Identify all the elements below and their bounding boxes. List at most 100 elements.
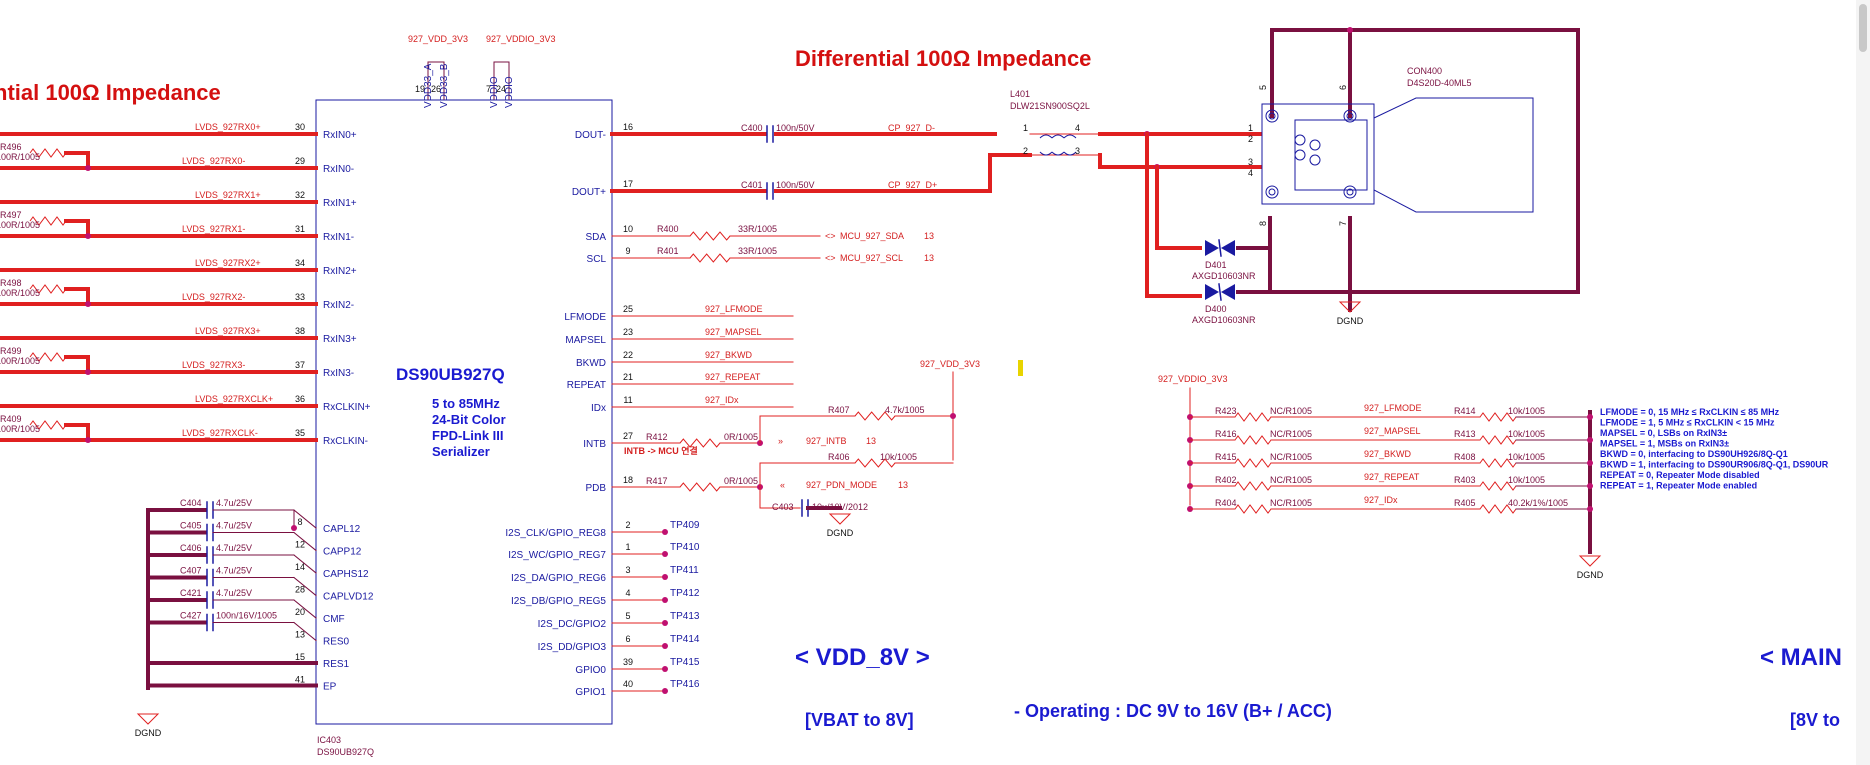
resistor-symbol <box>1479 412 1517 422</box>
i2c-page: 13 <box>924 253 934 263</box>
mode-net: 927_REPEAT <box>705 372 761 382</box>
config-note: MAPSEL = 0, LSBs on RxIN3± <box>1600 428 1727 438</box>
intb-page: 13 <box>866 436 876 446</box>
connector-ref: CON400 <box>1407 66 1442 76</box>
termination-val: 100R/1005 <box>0 152 40 162</box>
dgnd-label: DGND <box>1337 316 1364 326</box>
config-note: REPEAT = 1, Repeater Mode enabled <box>1600 481 1757 491</box>
test-point-label: TP416 <box>670 679 700 690</box>
cap-pin-label: CAPHS12 <box>323 569 369 580</box>
connector-plug <box>1373 97 1534 213</box>
resistor-symbol <box>1479 458 1517 468</box>
lvds-pin-label: RxIN2- <box>323 300 354 311</box>
lvds-pin-label: RxIN1- <box>323 232 354 243</box>
lvds-pin-num: 34 <box>295 258 305 268</box>
scroll-thumb[interactable] <box>1859 4 1867 52</box>
cap-pin-label: EP <box>323 682 337 693</box>
junction-dot <box>85 165 91 171</box>
termination-val: 100R/1005 <box>0 220 40 230</box>
resistor-symbol <box>1234 458 1272 468</box>
cap-pin-num: 28 <box>295 585 305 595</box>
c401-ref: C401 <box>741 180 763 190</box>
lvds-pin-num: 30 <box>295 122 305 132</box>
i2c-val: 33R/1005 <box>738 246 777 256</box>
junction-dot <box>1587 483 1593 489</box>
test-point <box>662 620 668 626</box>
ic-body <box>315 99 613 725</box>
lvds-pin-label: RxIN2+ <box>323 266 357 277</box>
choke-winding <box>1051 151 1065 156</box>
out-pin-label: PDB <box>585 483 606 494</box>
tvs-diode-icon <box>1205 284 1219 300</box>
test-point-label: TP413 <box>670 611 700 622</box>
pullup-ref: R402 <box>1215 475 1237 485</box>
test-point <box>662 529 668 535</box>
connector-pin: 7 <box>1338 221 1348 226</box>
cap-val: 4.7u/25V <box>216 588 252 598</box>
cap-pin-num: 8 <box>297 517 302 527</box>
contact-pin <box>1294 134 1306 146</box>
out-pin-num: 27 <box>623 431 633 441</box>
vertical-scrollbar[interactable] <box>1856 0 1870 765</box>
wire <box>293 531 317 552</box>
wires <box>0 27 1602 725</box>
test-point-label: TP412 <box>670 588 700 599</box>
junction-dot <box>1587 460 1593 466</box>
out-pin-num: 18 <box>623 475 633 485</box>
cap-ref: C421 <box>180 588 202 598</box>
termination-ref: R496 <box>0 142 22 152</box>
resistor-symbol <box>1479 435 1517 445</box>
resistor-symbol <box>1234 435 1272 445</box>
title-right: Differential 100Ω Impedance <box>795 46 1091 71</box>
diode-ref: D401 <box>1205 260 1227 270</box>
out-pin-num: 3 <box>625 565 630 575</box>
connector-pin: 1 <box>1248 123 1253 133</box>
out-pin-label: GPIO1 <box>575 687 606 698</box>
out-pin-label: DOUT- <box>575 130 606 141</box>
intb-net: 927_INTB <box>806 436 847 446</box>
cap-pin-label: CAPP12 <box>323 547 362 558</box>
out-pin-num: 21 <box>623 372 633 382</box>
cap-pin-label: CAPLVD12 <box>323 592 374 603</box>
wire <box>293 509 317 529</box>
wire <box>1218 239 1222 257</box>
cap-ref: C404 <box>180 498 202 508</box>
pullup-ref: R404 <box>1215 498 1237 508</box>
pulldown-ref: R408 <box>1454 452 1476 462</box>
i2c-net: MCU_927_SCL <box>840 253 903 263</box>
r412-val: 0R/1005 <box>724 432 758 442</box>
mode-net: 927_MAPSEL <box>705 327 762 337</box>
resistor-symbol <box>1479 504 1517 514</box>
termination-val: 100R/1005 <box>0 356 40 366</box>
mount-hole <box>1346 188 1354 196</box>
cap-pin-num: 14 <box>295 562 305 572</box>
test-point <box>662 551 668 557</box>
cap-ref: C406 <box>180 543 202 553</box>
lvds-pin-label: RxCLKIN+ <box>323 402 371 413</box>
mount-hole <box>1268 188 1276 196</box>
junction-dot <box>1587 437 1593 443</box>
out-pin-label: REPEAT <box>567 380 606 391</box>
junction-dot <box>1587 506 1593 512</box>
out-pin-num: 25 <box>623 304 633 314</box>
contact-pin <box>1309 154 1321 166</box>
config-note: REPEAT = 0, Repeater Mode disabled <box>1600 470 1760 480</box>
dgnd-label: DGND <box>827 528 854 538</box>
termination-resistor <box>29 284 67 294</box>
out-pin-label: LFMODE <box>564 312 606 323</box>
c400-ref: C400 <box>741 123 763 133</box>
diode-part: AXGD10603NR <box>1192 315 1256 325</box>
out-pin-num: 11 <box>623 395 632 405</box>
out-pin-label: SDA <box>585 232 606 243</box>
resistor-symbol <box>1234 412 1272 422</box>
contact-pin <box>1294 149 1306 161</box>
pullup-val: NC/R1005 <box>1270 429 1312 439</box>
resistor-symbol <box>854 458 896 468</box>
cap-pin-label: RES0 <box>323 637 350 648</box>
r407-val: 4.7k/1005 <box>885 405 925 415</box>
i2c-net: MCU_927_SDA <box>840 231 904 241</box>
junction-dot <box>1587 414 1593 420</box>
lvds-pin-label: RxIN0+ <box>323 130 357 141</box>
choke-winding <box>1063 151 1077 156</box>
c401-val: 100n/50V <box>776 180 815 190</box>
